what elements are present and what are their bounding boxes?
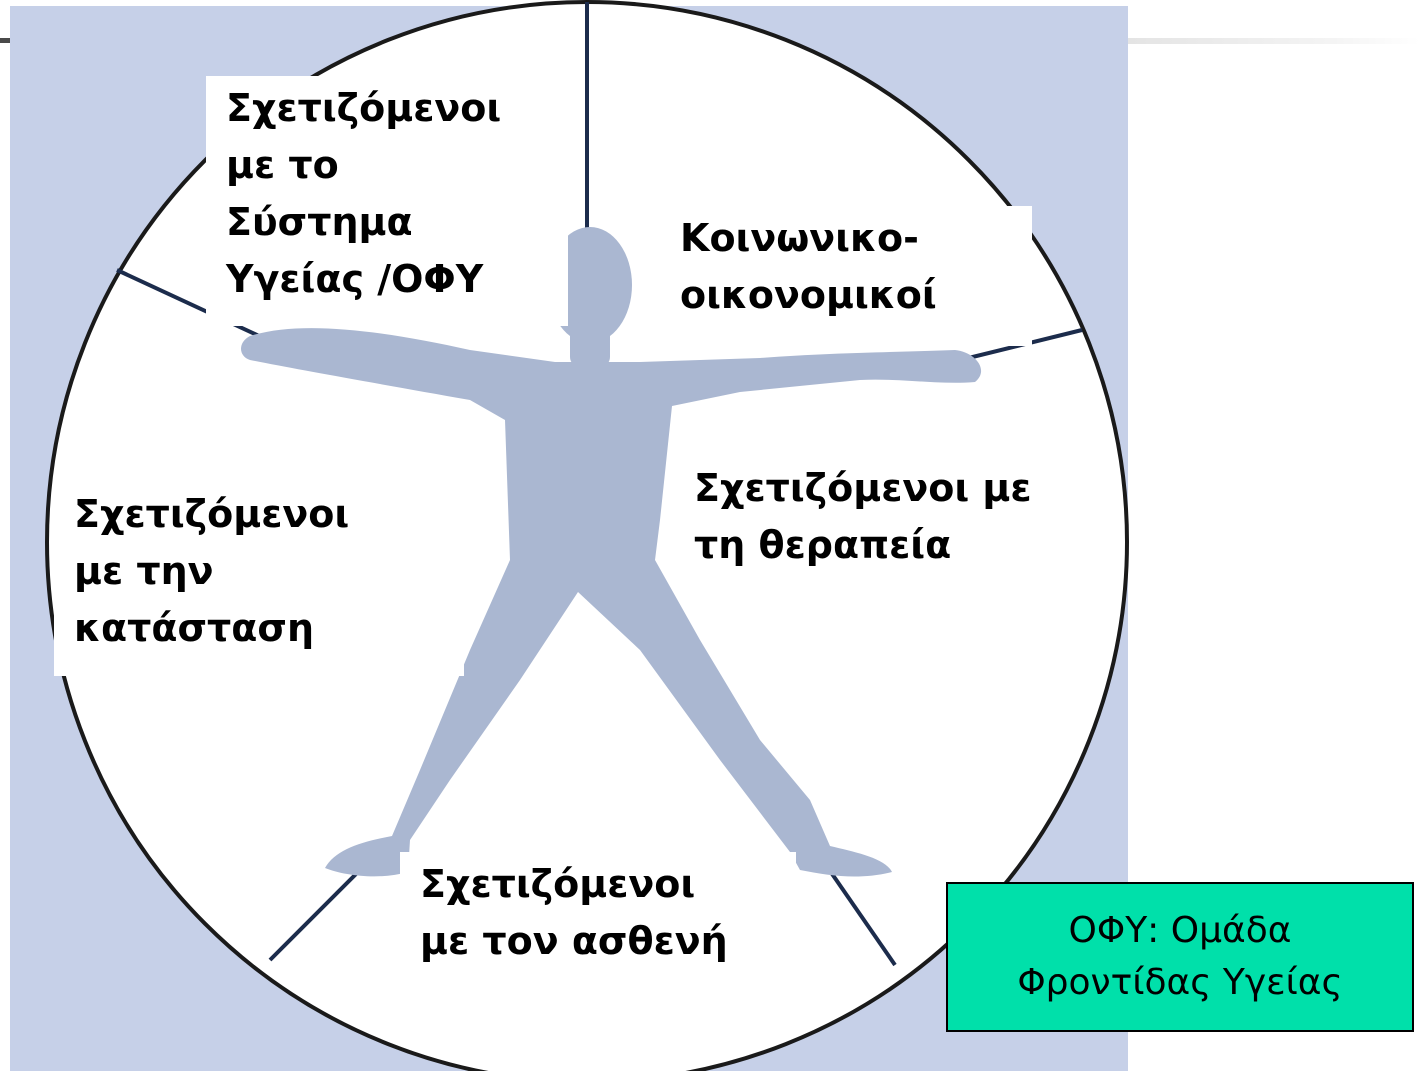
label-condition: Σχετιζόμενοι με την κατάσταση — [54, 482, 464, 676]
legend-text: ΟΦΥ: Ομάδα Φροντίδας Υγείας — [1017, 910, 1343, 1003]
divider-lower-left — [268, 860, 370, 962]
label-health-system: Σχετιζόμενοι με το Σύστημα Υγείας /ΟΦΥ — [206, 76, 568, 326]
divider-upper-left — [116, 268, 273, 344]
abbreviation-legend: ΟΦΥ: Ομάδα Φροντίδας Υγείας — [946, 882, 1414, 1032]
divider-lower-right — [826, 866, 897, 967]
human-figure — [241, 227, 982, 877]
label-socioeconomic: Κοινωνικο- οικονομικοί — [660, 206, 1032, 346]
label-therapy: Σχετιζόμενοι με τη θεραπεία — [674, 456, 1106, 591]
label-patient: Σχετιζόμενοι με τον ασθενή — [400, 852, 796, 992]
top-rule-left — [0, 38, 12, 43]
top-rule-right — [1128, 38, 1420, 44]
